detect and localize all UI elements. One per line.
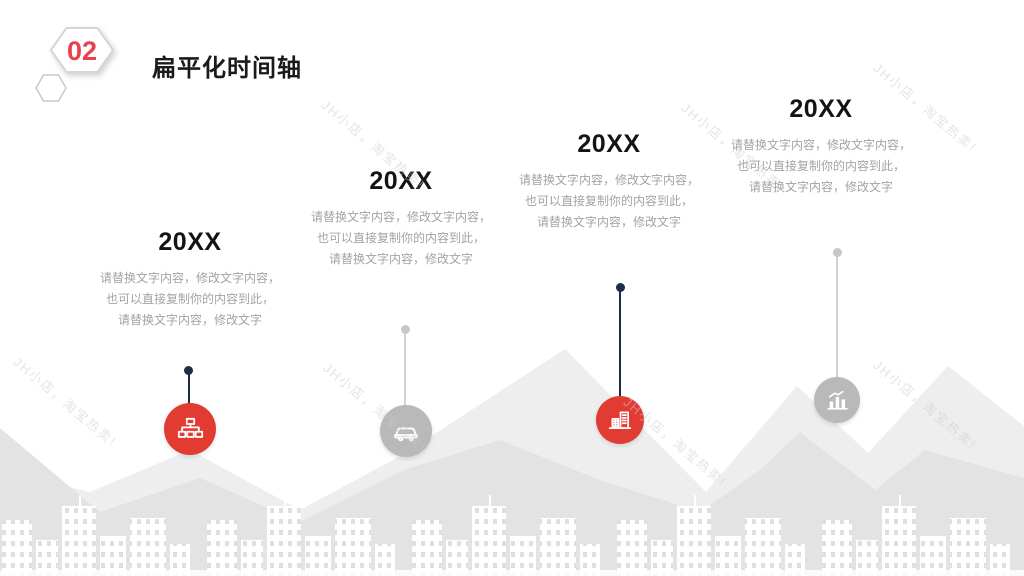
timeline-dot-2 xyxy=(401,325,410,334)
small-hexagon-shape xyxy=(35,74,67,102)
timeline-desc: 也可以直接复制你的内容到此， xyxy=(524,194,693,208)
timeline-stem-2 xyxy=(404,330,406,406)
timeline-item-3-text: 20XX 请替换文字内容，修改文字内容， 也可以直接复制你的内容到此， 请替换文… xyxy=(489,130,729,233)
timeline-dot-4 xyxy=(833,248,842,257)
timeline-desc: 请替换文字内容，修改文字内容， xyxy=(730,138,911,152)
timeline-desc: 请替换文字内容，修改文字内容， xyxy=(310,210,491,224)
timeline-year: 20XX xyxy=(577,130,641,158)
page-title: 扁平化时间轴 xyxy=(152,55,302,82)
hexagon-shape xyxy=(49,27,115,73)
timeline-item-4-text: 20XX 请替换文字内容，修改文字内容， 也可以直接复制你的内容到此， 请替换文… xyxy=(701,95,941,198)
timeline-desc: 也可以直接复制你的内容到此， xyxy=(316,231,485,245)
badge-number: 02 xyxy=(67,36,97,66)
bar-chart-icon xyxy=(826,390,848,410)
timeline-marker-3 xyxy=(596,396,644,444)
hexagon-badge: 02 xyxy=(35,27,115,102)
timeline-desc: 也可以直接复制你的内容到此， xyxy=(736,159,905,173)
timeline-desc: 请替换文字内容，修改文字内容， xyxy=(518,173,699,187)
timeline-year: 20XX xyxy=(789,95,853,123)
timeline-dot-1 xyxy=(184,366,193,375)
timeline-marker-2 xyxy=(380,405,432,457)
timeline-item-1-text: 20XX 请替换文字内容，修改文字内容， 也可以直接复制你的内容到此， 请替换文… xyxy=(70,228,310,331)
timeline-marker-1 xyxy=(164,403,216,455)
timeline-year: 20XX xyxy=(369,167,433,195)
timeline-stem-4 xyxy=(836,253,838,378)
timeline-desc: 请替换文字内容，修改文字 xyxy=(117,313,262,327)
timeline-marker-4 xyxy=(814,377,860,423)
car-icon xyxy=(394,427,418,442)
timeline-desc: 也可以直接复制你的内容到此， xyxy=(105,292,274,306)
timeline-desc: 请替换文字内容，修改文字内容， xyxy=(99,271,280,285)
org-chart-icon xyxy=(177,417,203,438)
timeline-desc: 请替换文字内容，修改文字 xyxy=(536,215,681,229)
timeline-dot-3 xyxy=(616,283,625,292)
timeline-item-2-text: 20XX 请替换文字内容，修改文字内容， 也可以直接复制你的内容到此， 请替换文… xyxy=(281,167,521,270)
city-buildings-icon xyxy=(608,411,632,429)
timeline-stem-3 xyxy=(619,288,621,397)
timeline-desc: 请替换文字内容，修改文字 xyxy=(328,252,473,266)
timeline-desc: 请替换文字内容，修改文字 xyxy=(748,180,893,194)
section-badge: 02 xyxy=(30,20,160,145)
timeline-stem-1 xyxy=(188,371,190,404)
timeline-year: 20XX xyxy=(158,228,222,256)
